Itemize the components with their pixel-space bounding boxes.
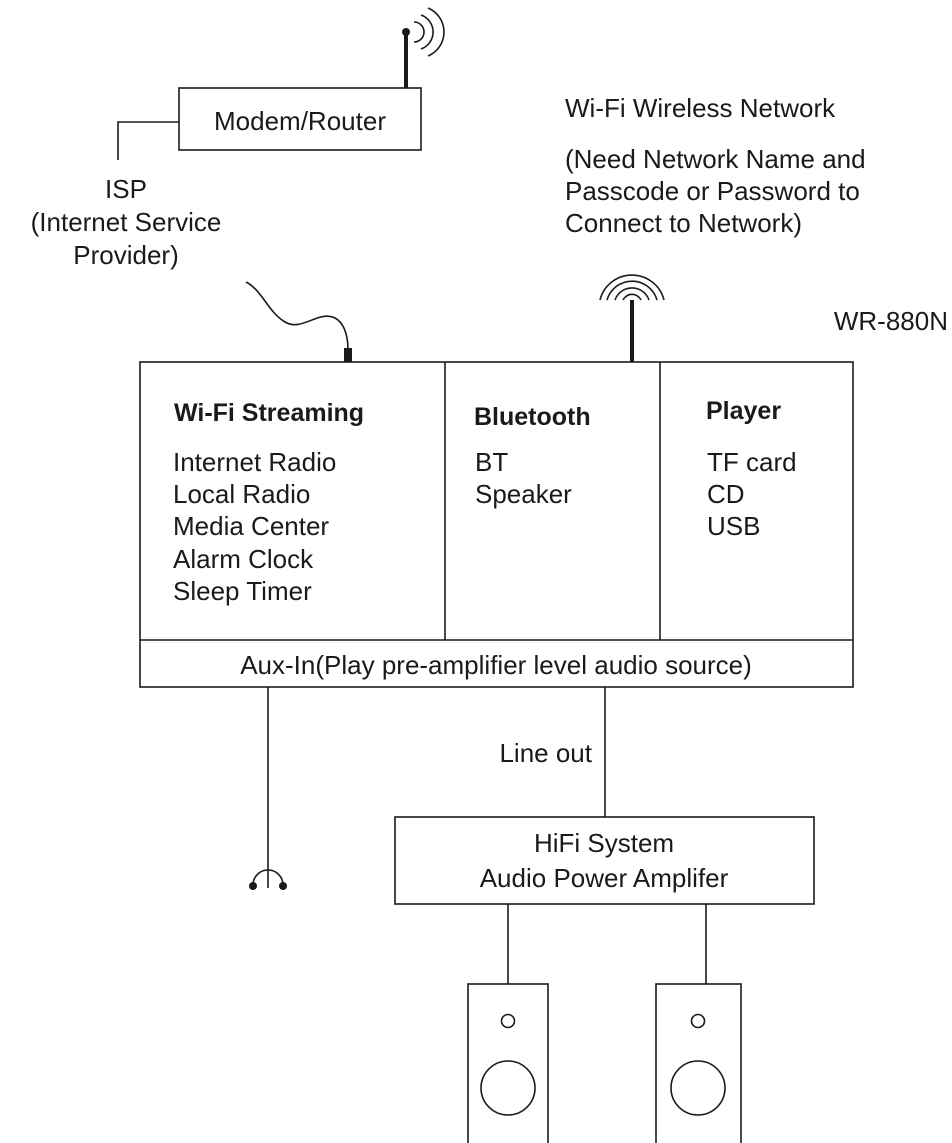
device-box [139, 361, 854, 688]
modem-router-label: Modem/Router [214, 106, 386, 136]
wifi-signal-icon [599, 274, 665, 362]
section-bluetooth: Bluetooth BT Speaker [474, 403, 591, 509]
section-heading: Player [706, 397, 781, 425]
line-out-label: Line out [499, 738, 592, 768]
modem-router-box [178, 87, 422, 151]
section-wifi-streaming: Wi-Fi Streaming Internet Radio Local Rad… [173, 399, 364, 606]
list-item: Local Radio [173, 479, 310, 509]
svg-text:Passcode or Password to: Passcode or Password to [565, 176, 860, 206]
svg-text:(Internet Service: (Internet Service [31, 207, 222, 237]
amplifier-label-line: Audio Power Amplifer [480, 863, 729, 893]
list-item: BT [475, 447, 508, 477]
aux-in-label: Aux-In(Play pre-amplifier level audio so… [240, 650, 752, 680]
amplifier-box [394, 816, 815, 905]
list-item: USB [707, 511, 760, 541]
section-heading: Bluetooth [474, 403, 591, 431]
isp-label: ISP (Internet Service Provider) [31, 174, 222, 270]
list-item: CD [707, 479, 745, 509]
antenna-icon [402, 7, 445, 88]
model-label: WR-880N [834, 306, 948, 336]
ethernet-cable [245, 281, 352, 362]
svg-text:ISP: ISP [105, 174, 147, 204]
list-item: Alarm Clock [173, 544, 314, 574]
list-item: TF card [707, 447, 797, 477]
list-item: Speaker [475, 479, 572, 509]
wifi-network-note: Wi-Fi Wireless Network (Need Network Nam… [565, 93, 866, 238]
list-item: Media Center [173, 511, 329, 541]
svg-text:(Need Network Name and: (Need Network Name and [565, 144, 866, 174]
list-item: Internet Radio [173, 447, 336, 477]
headphones-icon [249, 869, 287, 890]
wifi-network-title: Wi-Fi Wireless Network [565, 93, 836, 123]
section-player: Player TF card CD USB [706, 397, 797, 541]
svg-text:Connect to Network): Connect to Network) [565, 208, 802, 238]
list-item: Sleep Timer [173, 576, 312, 606]
svg-text:Provider): Provider) [73, 240, 178, 270]
section-heading: Wi-Fi Streaming [174, 399, 364, 427]
amplifier-label-line: HiFi System [534, 828, 674, 858]
speaker-icon [655, 983, 742, 1143]
speaker-icon [467, 983, 549, 1143]
isp-connection-line [117, 121, 179, 160]
